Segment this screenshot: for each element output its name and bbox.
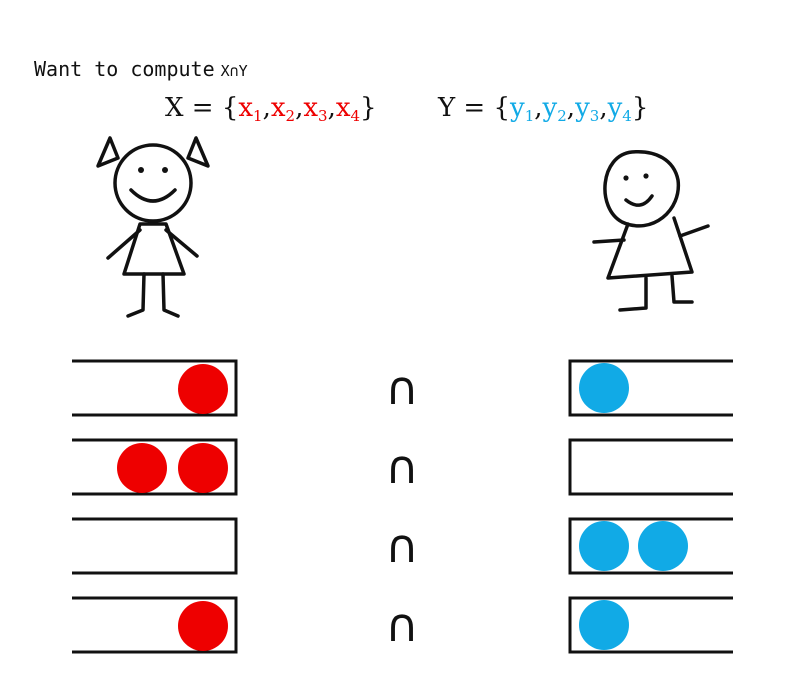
element-base: y (607, 93, 623, 123)
girl-dress (122, 222, 186, 276)
left-bin (72, 359, 238, 417)
set-open-brace: = { (455, 93, 511, 123)
right-bin (568, 359, 733, 417)
set-y-element: y2 (542, 93, 567, 125)
boy-left-leg (618, 276, 648, 312)
red-ball (178, 443, 228, 493)
boy-head (603, 150, 681, 228)
intersection-symbol: ∩ (385, 598, 419, 652)
boy-right-arm (678, 224, 710, 238)
element-subscript: 2 (285, 107, 296, 125)
boy-figure (592, 150, 710, 312)
element-subscript: 1 (253, 107, 263, 125)
element-subscript: 3 (589, 107, 600, 125)
bin-row: ∩ (72, 438, 733, 496)
set-comma: , (327, 93, 336, 123)
set-comma: , (599, 93, 608, 123)
boy-smile (624, 194, 654, 207)
right-bin (568, 438, 733, 496)
set-y-element: y4 (607, 93, 632, 125)
intersection-symbol: ∩ (385, 361, 419, 415)
set-comma: , (534, 93, 543, 123)
set-y-element: y3 (575, 93, 600, 125)
red-ball (178, 601, 228, 651)
caption-set-expression: X∩Y (220, 62, 248, 80)
set-x-element: x3 (303, 93, 328, 125)
girl-right-leg (161, 272, 180, 318)
set-x-element: x4 (335, 93, 361, 125)
girl-left-bow (96, 136, 120, 168)
set-y-element: y1 (510, 93, 535, 125)
element-subscript: 1 (524, 107, 535, 125)
element-subscript: 4 (622, 107, 632, 125)
set-y-name: Y (438, 93, 456, 123)
right-bin (568, 596, 733, 654)
set-comma: , (566, 93, 576, 123)
girl-right-eye (162, 167, 168, 173)
blue-ball (579, 363, 629, 413)
bin-row: ∩ (72, 359, 733, 417)
girl-left-arm (106, 228, 142, 260)
blue-ball (579, 600, 629, 650)
element-subscript: 4 (350, 107, 361, 125)
intersection-symbol: ∩ (385, 440, 419, 494)
set-x-name: X (165, 93, 184, 123)
element-subscript: 2 (557, 107, 567, 125)
boy-left-arm (592, 238, 626, 244)
girl-head (113, 143, 193, 223)
girl-left-leg (126, 272, 146, 318)
bin-row: ∩ (72, 517, 733, 575)
element-base: y (510, 93, 525, 123)
red-ball (178, 364, 228, 414)
blue-ball (579, 521, 629, 571)
caption: Want to compute X∩Y (34, 57, 248, 81)
girl-left-eye (138, 167, 144, 173)
set-y-definition: Y = {y1,y2,y3,y4} (438, 93, 649, 125)
bin-rows: ∩ ∩ ∩ ∩ (72, 359, 733, 654)
boy-right-eye (643, 173, 649, 179)
left-bin (72, 438, 238, 496)
element-subscript: 3 (318, 107, 328, 125)
element-base: x (303, 93, 319, 123)
intersection-symbol: ∩ (385, 519, 419, 573)
girl-right-bow (186, 136, 210, 168)
set-x-element: x1 (238, 93, 263, 125)
element-base: x (335, 93, 351, 123)
red-ball (117, 443, 167, 493)
set-close-brace: } (360, 93, 377, 123)
girl-figure (96, 136, 210, 318)
bin-row: ∩ (72, 596, 733, 654)
set-x-definition: X = {x1,x2,x3,x4} (165, 93, 377, 125)
element-base: x (238, 93, 254, 123)
girl-right-arm (164, 228, 199, 258)
set-comma: , (295, 93, 304, 123)
boy-right-leg (670, 274, 694, 304)
set-x-element: x2 (270, 93, 296, 125)
boy-body (606, 216, 694, 280)
right-bin (568, 517, 733, 575)
caption-text: Want to compute (34, 57, 215, 81)
set-close-brace: } (631, 93, 649, 123)
left-bin (72, 596, 238, 654)
element-base: y (542, 93, 558, 123)
girl-smile (129, 188, 177, 203)
set-comma: , (262, 93, 271, 123)
element-base: x (270, 93, 286, 123)
blue-ball (638, 521, 688, 571)
left-bin (72, 517, 238, 575)
set-open-brace: = { (183, 93, 239, 123)
element-base: y (575, 93, 590, 123)
boy-left-eye (623, 175, 629, 181)
